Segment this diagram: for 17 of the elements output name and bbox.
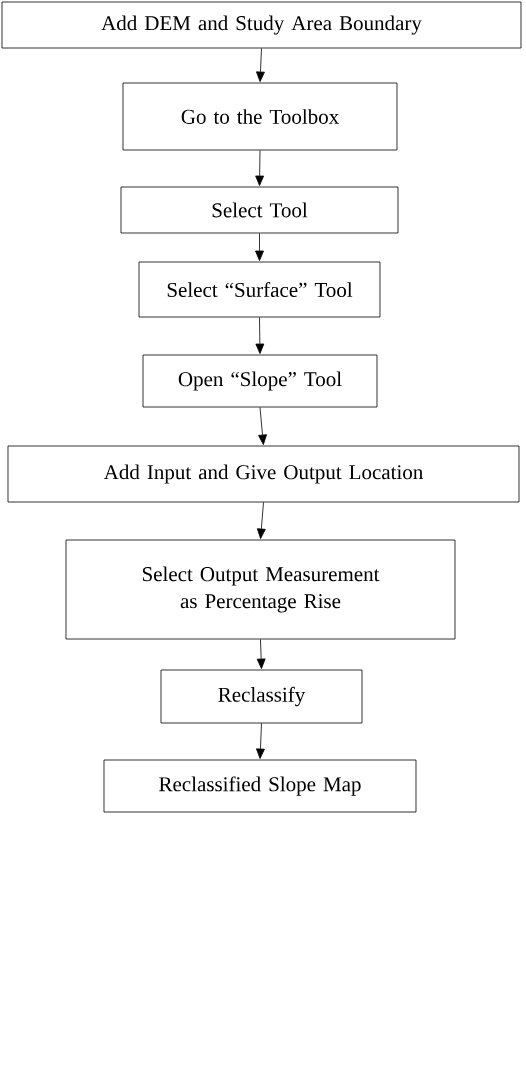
process-box: Select “Surface” Tool — [138, 261, 381, 318]
arrow — [256, 502, 266, 539]
process-box: Add Input and Give Output Location — [7, 445, 520, 503]
arrow — [255, 150, 265, 186]
process-box: Go to the Toolbox — [122, 82, 398, 151]
process-box: Select Tool — [120, 186, 399, 234]
arrow — [256, 723, 265, 759]
process-box: Add DEM and Study Area Boundary — [1, 1, 522, 49]
process-box: Select Output Measurement as Percentage Rise — [65, 539, 456, 640]
process-box: Open “Slope” Tool — [142, 354, 378, 408]
arrow — [255, 233, 264, 261]
process-box: Reclassified Slope Map — [103, 759, 417, 813]
process-box: Reclassify — [160, 669, 363, 724]
arrow — [255, 317, 265, 354]
arrow — [256, 48, 265, 82]
arrow — [258, 407, 267, 445]
arrow — [256, 639, 266, 669]
